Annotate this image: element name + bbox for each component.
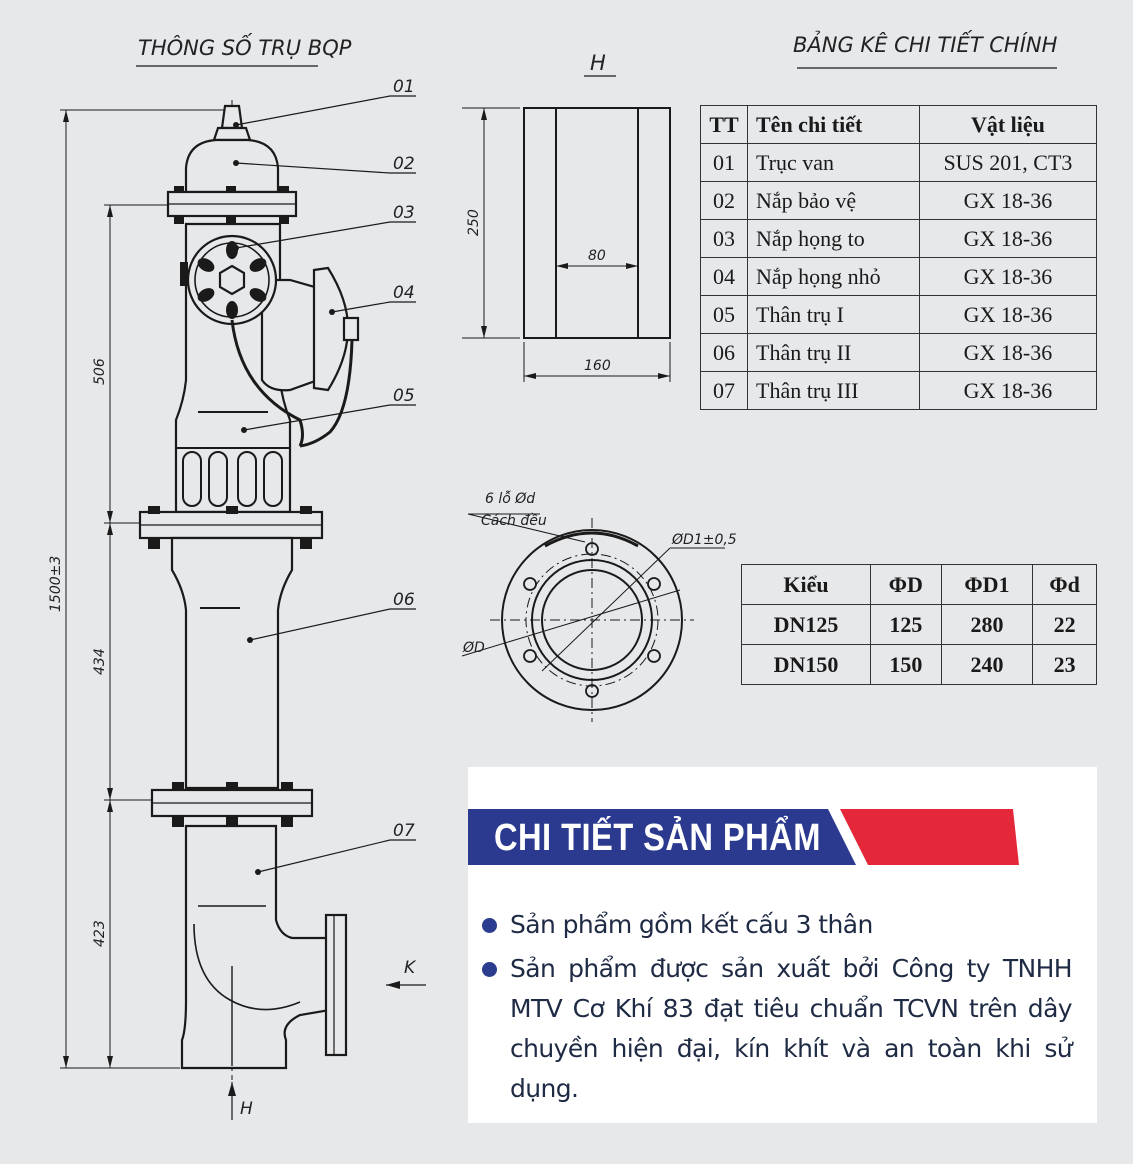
callout-01: 01 [393, 77, 415, 97]
callout-07: 07 [393, 821, 415, 841]
part-number: 07 [700, 371, 748, 410]
types-table-header: Kiểu ΦD ΦD1 Φd [741, 564, 1097, 605]
hydrant-title: THÔNG SỐ TRỤ BQP [138, 32, 352, 60]
section-h-width: 160 [584, 358, 611, 374]
bullet-text: Sản phẩm được sản xuất bởi Công ty TNHH … [510, 954, 1073, 1103]
flange-holes-line2: Cách đều [481, 512, 547, 529]
type-hole: 22 [1032, 604, 1097, 645]
banner-shape [468, 809, 1019, 865]
section-h-inner: 80 [588, 248, 606, 264]
part-name: Thân trụ III [747, 371, 920, 410]
dim-lower: 423 [92, 920, 108, 947]
callout-06: 06 [393, 590, 415, 610]
flange-holes-line1: 6 lỗ Ød [485, 490, 535, 507]
type-d1: 240 [940, 644, 1034, 685]
banner-title: CHI TIẾT SẢN PHẨM [494, 817, 821, 859]
type-model: DN150 [741, 644, 871, 685]
part-material: GX 18-36 [918, 257, 1098, 296]
section-h-height: 250 [466, 209, 482, 236]
types-header-d: ΦD [869, 564, 942, 605]
dim-middle: 434 [92, 648, 108, 675]
bullet-dot-icon [482, 918, 497, 933]
types-header-model: Kiểu [741, 564, 871, 605]
product-details-card: CHI TIẾT SẢN PHẨM Sản phẩm gồm kết cấu 3… [468, 767, 1097, 1123]
flange-d1-label: ØD1±0,5 [671, 532, 737, 548]
types-header-d1: ΦD1 [940, 564, 1034, 605]
list-item: Sản phẩm gồm kết cấu 3 thân [482, 905, 1072, 945]
part-number: 02 [700, 181, 748, 220]
part-material: GX 18-36 [918, 219, 1098, 258]
type-hole: 23 [1032, 644, 1097, 685]
dim-upper: 506 [92, 358, 108, 385]
parts-table-header: TT Tên chi tiết Vật liệu [700, 105, 1098, 144]
part-number: 03 [700, 219, 748, 258]
flange-drawing: 6 lỗ Ød Cách đều ØD1±0,5 ØD [461, 490, 737, 722]
dim-total: 1500±3 [48, 556, 64, 612]
part-name: Thân trụ I [747, 295, 920, 334]
section-h-label: H [590, 51, 606, 75]
type-model: DN125 [741, 604, 871, 645]
part-material: GX 18-36 [918, 333, 1098, 372]
hydrant-drawing: 1500±3 506 434 423 [48, 77, 426, 1120]
part-material: GX 18-36 [918, 371, 1098, 410]
callout-02: 02 [393, 154, 415, 174]
list-item: Sản phẩm được sản xuất bởi Công ty TNHH … [482, 949, 1073, 1109]
parts-table-title: BẢNG KÊ CHI TIẾT CHÍNH [793, 30, 1058, 57]
product-bullets: Sản phẩm gồm kết cấu 3 thân Sản phẩm đượ… [482, 905, 1073, 1109]
callout-05: 05 [393, 386, 415, 406]
section-h-drawing: H 250 80 160 [462, 51, 671, 382]
type-d1: 280 [940, 604, 1034, 645]
bullet-dot-icon [482, 962, 497, 977]
parts-header-name: Tên chi tiết [747, 105, 920, 144]
part-number: 05 [700, 295, 748, 334]
view-h-label: H [240, 1099, 253, 1119]
parts-header-material: Vật liệu [918, 105, 1098, 144]
part-name: Nắp họng nhỏ [747, 257, 920, 296]
type-d: 150 [869, 644, 942, 685]
callout-04: 04 [393, 283, 415, 303]
parts-header-tt: TT [700, 105, 748, 144]
part-name: Nắp bảo vệ [747, 181, 920, 220]
part-number: 01 [700, 143, 748, 182]
types-header-hole: Φd [1032, 564, 1097, 605]
part-material: GX 18-36 [918, 295, 1098, 334]
type-d: 125 [869, 604, 942, 645]
flange-d-label: ØD [462, 640, 485, 656]
part-name: Thân trụ II [747, 333, 920, 372]
callout-03: 03 [393, 203, 415, 223]
part-name: Trục van [747, 143, 920, 182]
bullet-text: Sản phẩm gồm kết cấu 3 thân [510, 910, 873, 939]
part-material: SUS 201, CT3 [918, 143, 1098, 182]
part-name: Nắp họng to [747, 219, 920, 258]
part-material: GX 18-36 [918, 181, 1098, 220]
part-number: 06 [700, 333, 748, 372]
view-k-label: K [404, 958, 417, 978]
part-number: 04 [700, 257, 748, 296]
